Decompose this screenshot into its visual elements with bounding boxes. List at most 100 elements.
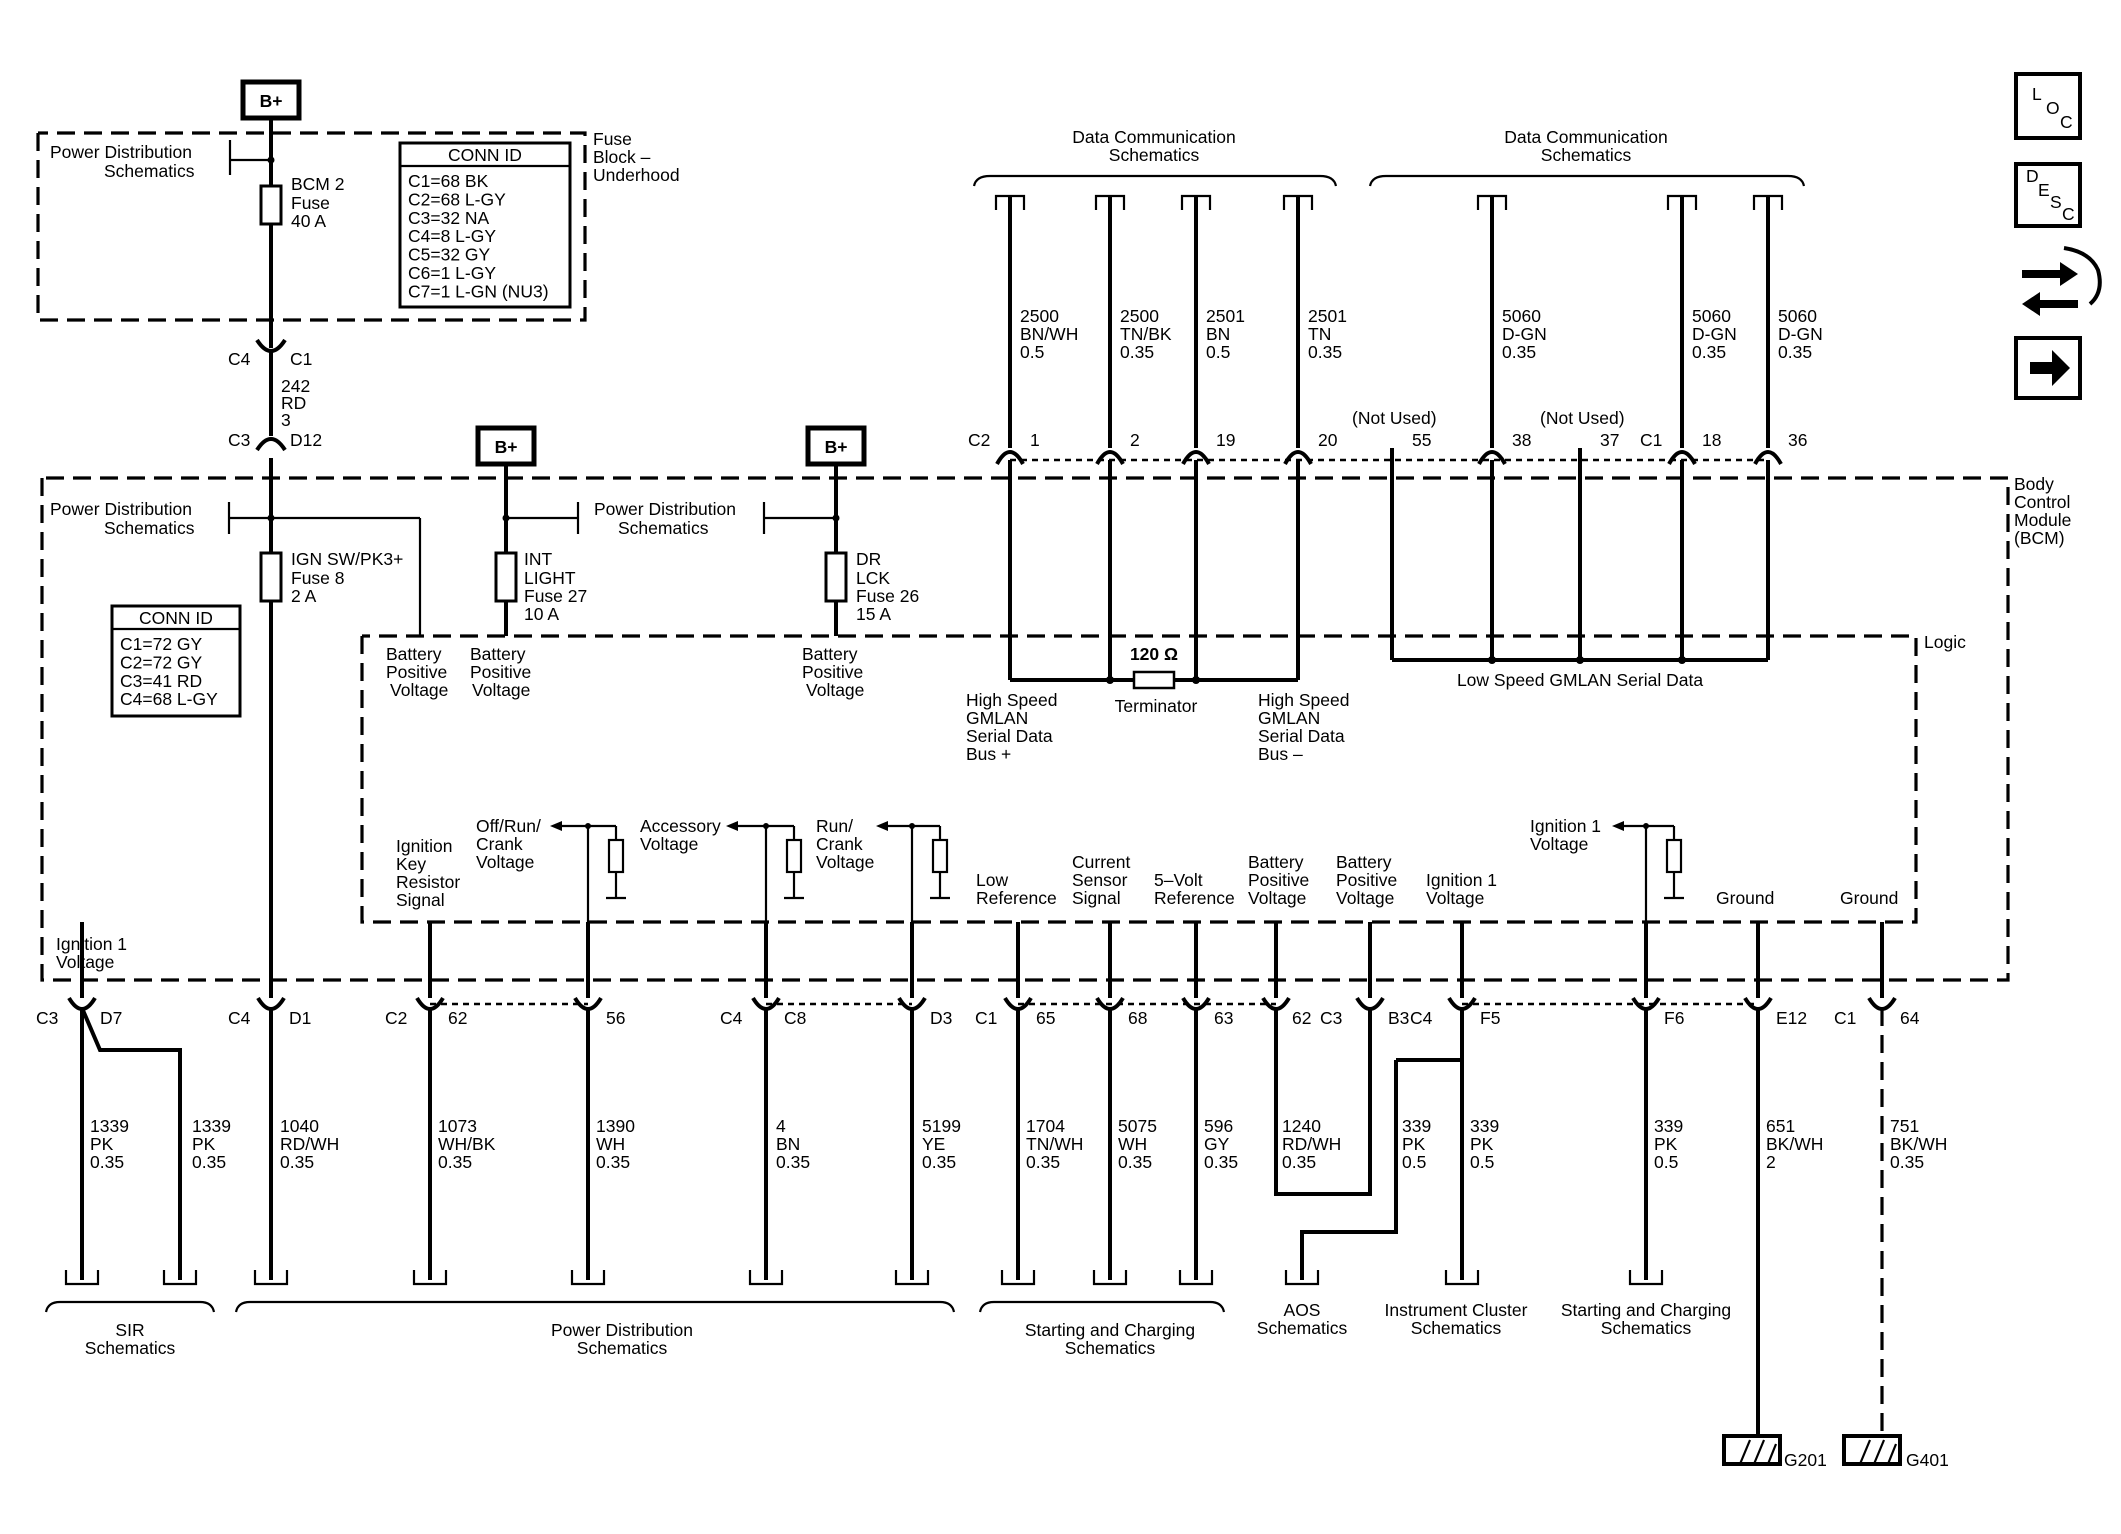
bplus-label-int-light: B+ bbox=[495, 437, 518, 457]
top-wire-label: BN bbox=[1206, 324, 1230, 344]
connector-swap-icon[interactable] bbox=[2022, 246, 2102, 316]
bottom-wire-label: 1040 bbox=[280, 1116, 319, 1136]
bottom-terminal bbox=[1284, 1270, 1320, 1286]
top-wire-label: 0.5 bbox=[1206, 342, 1230, 362]
fuse-block-conn-id-row: C6=1 L-GY bbox=[408, 263, 496, 283]
switch-accessory-line2: Voltage bbox=[640, 834, 698, 854]
top-wire-label: 0.35 bbox=[1502, 342, 1536, 362]
dest-pds-line2: Schematics bbox=[577, 1338, 668, 1358]
bottom-conn-label: C1 bbox=[975, 1008, 997, 1028]
inline-wire-line2: RD bbox=[281, 393, 306, 413]
fuse-block-conn-id-row: C3=32 NA bbox=[408, 208, 490, 228]
bottom-wire-label: 0.35 bbox=[438, 1152, 472, 1172]
bottom-pin-label: D7 bbox=[100, 1008, 122, 1028]
ign-left-line2: Voltage bbox=[56, 952, 114, 972]
inner-cur-sensor-line2: Sensor bbox=[1072, 870, 1128, 890]
top-pin-label: 20 bbox=[1318, 430, 1338, 450]
top-wire-label: D-GN bbox=[1778, 324, 1823, 344]
bottom-terminal bbox=[1628, 1270, 1664, 1286]
terminator-value: 120 Ω bbox=[1130, 644, 1178, 664]
switch-ign1-line1: Ignition 1 bbox=[1530, 816, 1601, 836]
inner-cur-sensor-line3: Signal bbox=[1072, 888, 1121, 908]
dr-lck-fuse-icon bbox=[824, 551, 848, 603]
bottom-wire-label: PK bbox=[1654, 1134, 1678, 1154]
top-wire-label: 0.35 bbox=[1308, 342, 1342, 362]
bottom-wire-label: 0.35 bbox=[776, 1152, 810, 1172]
inline-wire-line1: 242 bbox=[281, 376, 310, 396]
bcm2-fuse-line3: 40 A bbox=[291, 211, 326, 231]
bottom-pin-label: F6 bbox=[1664, 1008, 1684, 1028]
switch-runcrank-line1: Run/ bbox=[816, 816, 853, 836]
bcm-conn-id-row: C4=68 L-GY bbox=[120, 689, 218, 709]
fuse-block-conn-id-row: C7=1 L-GN (NU3) bbox=[408, 281, 549, 301]
top-pin-label: 37 bbox=[1600, 430, 1619, 450]
inner-batt-2-line3: Voltage bbox=[1336, 888, 1394, 908]
bottom-wire-label: 4 bbox=[776, 1116, 786, 1136]
bottom-wire-label: 1704 bbox=[1026, 1116, 1065, 1136]
ls-gmlan-label: Low Speed GMLAN Serial Data bbox=[1457, 670, 1703, 690]
bottom-wire-label: 0.35 bbox=[922, 1152, 956, 1172]
dest-pds-line1: Power Distribution bbox=[551, 1320, 693, 1340]
bottom-conn-label: C1 bbox=[1834, 1008, 1856, 1028]
bottom-pin-label: 65 bbox=[1036, 1008, 1055, 1028]
ground-g201-symbol bbox=[1722, 1434, 1782, 1466]
bottom-pin-label: E12 bbox=[1776, 1008, 1807, 1028]
bottom-terminal bbox=[1444, 1270, 1480, 1286]
inner-ign-key-line1: Ignition bbox=[396, 836, 452, 856]
bcm2-fuse-line1: BCM 2 bbox=[291, 174, 344, 194]
bottom-wire-label: 0.5 bbox=[1402, 1152, 1426, 1172]
bottom-wire-label: WH bbox=[1118, 1134, 1147, 1154]
top-wire-label: 5060 bbox=[1692, 306, 1731, 326]
fuse-block-conn-id-row: C1=68 BK bbox=[408, 171, 489, 191]
data-comm-2-line1: Data Communication bbox=[1504, 127, 1667, 147]
dr-lck-fuse-line3: Fuse 26 bbox=[856, 586, 919, 606]
bottom-wire-label: RD/WH bbox=[1282, 1134, 1341, 1154]
inner-ground-2: Ground bbox=[1840, 888, 1898, 908]
inline-top-right: C1 bbox=[290, 349, 312, 369]
top-wire-label: 5060 bbox=[1778, 306, 1817, 326]
hs-plus-line1: High Speed bbox=[966, 690, 1057, 710]
bottom-terminal bbox=[412, 1270, 448, 1286]
bottom-pin-label: 64 bbox=[1900, 1008, 1920, 1028]
bcm-pds-left-line2: Schematics bbox=[104, 518, 195, 538]
dest-ic-line1: Instrument Cluster bbox=[1385, 1300, 1528, 1320]
inner-ign-key-line2: Key bbox=[396, 854, 426, 874]
top-pin-label: 38 bbox=[1512, 430, 1531, 450]
bcm-conn-id-row: C2=72 GY bbox=[120, 652, 203, 672]
bottom-wire-label: PK bbox=[90, 1134, 114, 1154]
bottom-conn-label: C4 bbox=[720, 1008, 743, 1028]
bottom-wire-label: 0.35 bbox=[192, 1152, 226, 1172]
top-conn-label: C2 bbox=[968, 430, 990, 450]
bottom-terminal bbox=[162, 1270, 198, 1286]
bottom-terminal bbox=[1178, 1270, 1214, 1286]
desc-button[interactable]: D E S C bbox=[2014, 162, 2082, 228]
bottom-wire-label: WH/BK bbox=[438, 1134, 496, 1154]
int-light-fuse-line4: 10 A bbox=[524, 604, 559, 624]
next-arrow-button[interactable] bbox=[2014, 336, 2082, 400]
inline-harness: C4 C1 242 RD 3 C3 D12 bbox=[228, 338, 322, 452]
bottom-wire-label: 5199 bbox=[922, 1116, 961, 1136]
desc-letter-e: E bbox=[2038, 180, 2050, 200]
bottom-wire-label: 1240 bbox=[1282, 1116, 1321, 1136]
bcm-conn-id-row: C1=72 GY bbox=[120, 634, 203, 654]
bottom-terminal bbox=[1000, 1270, 1036, 1286]
inner-5v-ref-line1: 5–Volt bbox=[1154, 870, 1203, 890]
bcm2-fuse-line2: Fuse bbox=[291, 193, 330, 213]
top-wire-label: 2501 bbox=[1308, 306, 1347, 326]
bottom-wire-label: 339 bbox=[1654, 1116, 1683, 1136]
data-communication-section: Data Communication Schematics Data Commu… bbox=[966, 127, 1823, 764]
bottom-conn-label: C2 bbox=[385, 1008, 407, 1028]
ign-fuse-line2: Fuse 8 bbox=[291, 568, 345, 588]
bottom-terminal bbox=[1092, 1270, 1128, 1286]
loc-button[interactable]: L O C bbox=[2014, 72, 2082, 140]
top-pin-label: 1 bbox=[1030, 430, 1040, 450]
bottom-wire-label: PK bbox=[1402, 1134, 1426, 1154]
bcm-title-line2: Control bbox=[2014, 492, 2070, 512]
int-light-fuse-icon bbox=[494, 551, 518, 603]
bottom-wire-label: 1073 bbox=[438, 1116, 477, 1136]
bottom-terminal bbox=[894, 1270, 930, 1286]
bottom-wire-label: RD/WH bbox=[280, 1134, 339, 1154]
top-pin-label: 55 bbox=[1412, 430, 1431, 450]
bottom-wire-label: YE bbox=[922, 1134, 945, 1154]
